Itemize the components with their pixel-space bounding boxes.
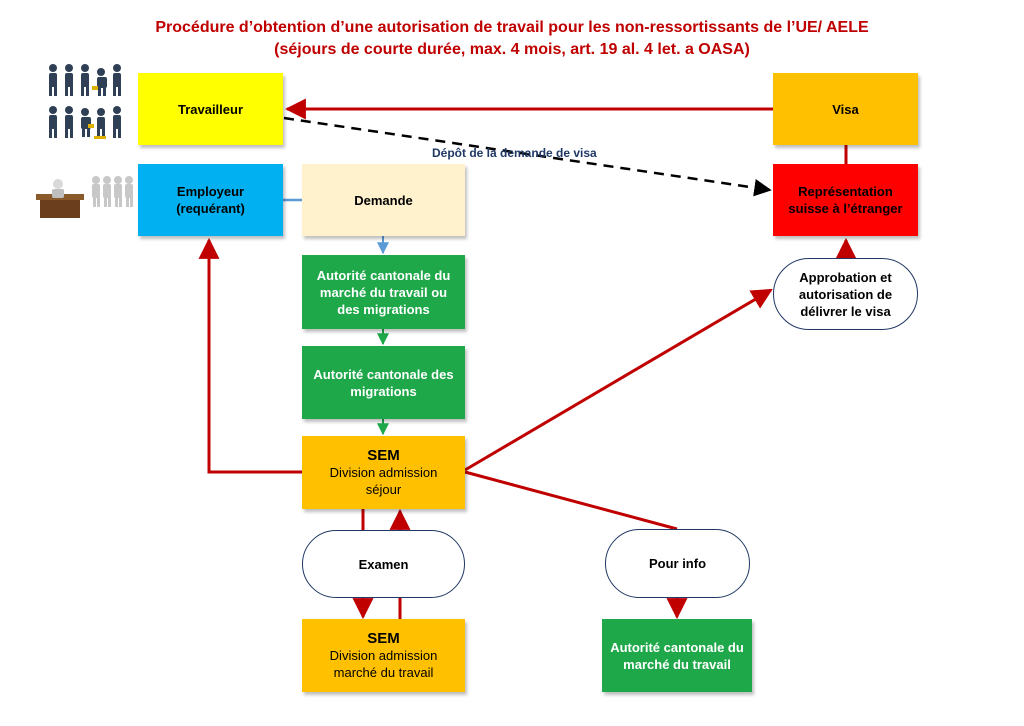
node-representation-line1: Représentation (798, 184, 893, 199)
node-sem-sejour: SEM Division admission séjour (302, 436, 465, 509)
line-sem-to-pour-info (464, 470, 678, 531)
node-autorite-migrations: Autorité cantonale des migrations (302, 346, 465, 419)
node-visa: Visa (773, 73, 918, 145)
node-sem-marche-line2: marché du travail (333, 665, 434, 680)
node-travailleur-label: Travailleur (177, 101, 244, 117)
diagram-title-line2: (séjours de courte durée, max. 4 mois, a… (274, 41, 750, 58)
arrow-sem-to-approbation (464, 288, 773, 472)
employer-desk-icon (36, 176, 133, 218)
node-employeur: Employeur (requérant) (138, 164, 283, 236)
diagram-title-line1: Procédure d’obtention d’une autorisation… (155, 19, 869, 36)
node-autorite-migrations-line2: migrations (350, 383, 417, 399)
node-approbation: Approbation et autorisation de délivrer … (773, 258, 918, 330)
node-pour-info-label: Pour info (648, 556, 707, 571)
node-sem-sejour-line1: Division admission (329, 465, 438, 480)
node-autorite-marche-line1: Autorité cantonale du (610, 639, 744, 655)
arrow-sem-to-employeur (198, 237, 302, 474)
node-autorite-marche: Autorité cantonale du marché du travail (602, 619, 752, 692)
node-autorite-marche-migrations-line3: des migrations (337, 301, 430, 317)
node-demande-label: Demande (354, 192, 413, 208)
node-approbation-line1: Approbation et (799, 269, 892, 285)
node-employeur-line2: (requérant) (176, 201, 245, 216)
node-demande: Demande (302, 164, 465, 236)
node-representation: Représentation suisse à l’étranger (773, 164, 918, 236)
depot-demande-visa-label: Dépôt de la demande de visa (432, 146, 597, 160)
node-representation-line2: suisse à l’étranger (788, 201, 903, 216)
node-autorite-marche-migrations-line2: marché du travail ou (319, 284, 448, 300)
node-autorite-migrations-line1: Autorité cantonale des (313, 366, 454, 382)
node-approbation-line2: autorisation de (798, 286, 893, 302)
node-employeur-line1: Employeur (176, 184, 245, 199)
node-autorite-marche-line2: marché du travail (623, 656, 731, 672)
node-sem-marche-heading: SEM (367, 630, 400, 647)
node-autorite-marche-migrations-line1: Autorité cantonale du (316, 267, 451, 283)
workers-icon (49, 64, 121, 139)
node-sem-sejour-line2: séjour (365, 482, 402, 497)
node-autorite-marche-migrations: Autorité cantonale du marché du travail … (302, 255, 465, 329)
node-sem-marche-line1: Division admission (329, 648, 438, 663)
node-sem-marche: SEM Division admission marché du travail (302, 619, 465, 692)
node-examen: Examen (302, 530, 465, 598)
node-travailleur: Travailleur (138, 73, 283, 145)
arrow-depot-demande-visa (283, 116, 772, 197)
node-visa-label: Visa (832, 101, 859, 117)
node-pour-info: Pour info (605, 529, 750, 598)
node-examen-label: Examen (358, 556, 409, 572)
node-approbation-line3: délivrer le visa (800, 303, 891, 319)
node-sem-sejour-heading: SEM (367, 447, 400, 464)
